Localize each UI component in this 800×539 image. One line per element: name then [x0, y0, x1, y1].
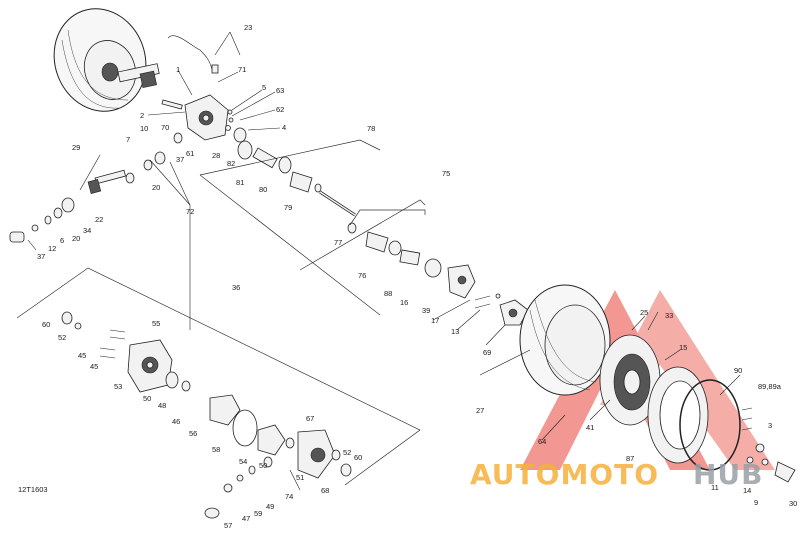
callout-45b: 45 [90, 362, 98, 371]
callout-25: 25 [640, 308, 648, 317]
middle-drive-shaft [237, 140, 356, 217]
callout-56: 56 [189, 429, 197, 438]
callout-23: 23 [244, 23, 252, 32]
front-gearbox-housing [161, 94, 229, 141]
callout-12: 12 [48, 244, 56, 253]
callout-33: 33 [665, 311, 673, 320]
callout-49: 49 [266, 502, 274, 511]
callout-1: 1 [176, 65, 180, 74]
callout-39: 39 [422, 306, 430, 315]
callout-37a: 37 [176, 155, 184, 164]
callout-89-89a: 89,89a [758, 382, 782, 391]
callout-17: 17 [431, 316, 439, 325]
callout-11: 11 [711, 483, 719, 492]
callout-4: 4 [282, 123, 286, 132]
callout-6: 6 [60, 236, 64, 245]
callout-50a: 50 [143, 394, 151, 403]
callout-20b: 20 [72, 234, 80, 243]
gearbox-internal-parts [61, 311, 352, 519]
gearbox-hardware [143, 109, 247, 171]
callout-45a: 45 [78, 351, 86, 360]
callout-20a: 20 [152, 183, 160, 192]
callout-79: 79 [284, 203, 292, 212]
callout-60b: 60 [354, 453, 362, 462]
callout-72: 72 [186, 207, 194, 216]
callout-46: 46 [172, 417, 180, 426]
cv-joint-assembly [347, 222, 442, 278]
callout-58: 58 [212, 445, 220, 454]
callout-48: 48 [158, 401, 166, 410]
callout-15: 15 [679, 343, 687, 352]
callout-54: 54 [239, 457, 247, 466]
callout-59: 59 [254, 509, 262, 518]
callout-87: 87 [626, 454, 634, 463]
callout-69: 69 [483, 348, 491, 357]
callout-37b: 37 [37, 252, 45, 261]
watermark-brand-b: HUB [693, 458, 764, 491]
callout-14: 14 [743, 486, 751, 495]
callout-41: 41 [586, 423, 594, 432]
callout-9: 9 [754, 498, 758, 507]
callout-77: 77 [334, 238, 342, 247]
outer-ring [679, 379, 741, 471]
callout-52b: 52 [343, 448, 351, 457]
callout-10: 10 [140, 124, 148, 133]
diagram-code: 12T1603 [18, 485, 48, 494]
watermark-text: AUTOMOTO HUB [470, 458, 764, 491]
callout-70: 70 [161, 123, 169, 132]
callout-5: 5 [262, 83, 266, 92]
wheel-rim [599, 334, 661, 426]
callout-51: 51 [296, 473, 304, 482]
front-drive-shaft [117, 63, 160, 89]
callout-16: 16 [400, 298, 408, 307]
callout-82: 82 [227, 159, 235, 168]
watermark-brand-a: AUTOMOTO [470, 458, 659, 491]
callout-29: 29 [72, 143, 80, 152]
callout-34: 34 [83, 226, 91, 235]
front-wheel-tire [53, 8, 147, 112]
callout-2: 2 [140, 111, 144, 120]
callout-22: 22 [95, 215, 103, 224]
callout-60a: 60 [42, 320, 50, 329]
callout-28: 28 [212, 151, 220, 160]
callout-88: 88 [384, 289, 392, 298]
rear-wheel-tire [519, 284, 611, 396]
callout-71: 71 [238, 65, 246, 74]
callout-62: 62 [276, 105, 284, 114]
callout-61: 61 [186, 149, 194, 158]
callout-47: 47 [242, 514, 250, 523]
callout-90: 90 [734, 366, 742, 375]
callout-80: 80 [259, 185, 267, 194]
callout-36: 36 [232, 283, 240, 292]
vent-tube [167, 35, 219, 74]
callout-30: 30 [789, 499, 797, 508]
callout-52a: 52 [58, 333, 66, 342]
callout-74: 74 [285, 492, 293, 501]
group-brackets [16, 31, 741, 486]
callout-81: 81 [236, 178, 244, 187]
steering-knuckle [447, 264, 491, 309]
callout-55: 55 [152, 319, 160, 328]
beadlock-ring [647, 366, 709, 464]
callout-7: 7 [126, 135, 130, 144]
callout-78: 78 [367, 124, 375, 133]
callout-27: 27 [476, 406, 484, 415]
callout-63: 63 [276, 86, 284, 95]
wheel-bolts [741, 407, 796, 483]
callout-53: 53 [114, 382, 122, 391]
callout-64: 64 [538, 437, 546, 446]
callout-50b: 50 [259, 461, 267, 470]
callout-76: 76 [358, 271, 366, 280]
callout-68: 68 [321, 486, 329, 495]
callout-labels: 23 1 71 5 63 62 4 2 70 10 7 37 61 28 82 … [37, 23, 797, 530]
callout-67: 67 [306, 414, 314, 423]
callout-75: 75 [442, 169, 450, 178]
rear-gearbox-housing [127, 339, 173, 393]
callout-13: 13 [451, 327, 459, 336]
axle-shaft-assembly-29 [9, 169, 135, 243]
callout-3: 3 [768, 421, 772, 430]
callout-57: 57 [224, 521, 232, 530]
